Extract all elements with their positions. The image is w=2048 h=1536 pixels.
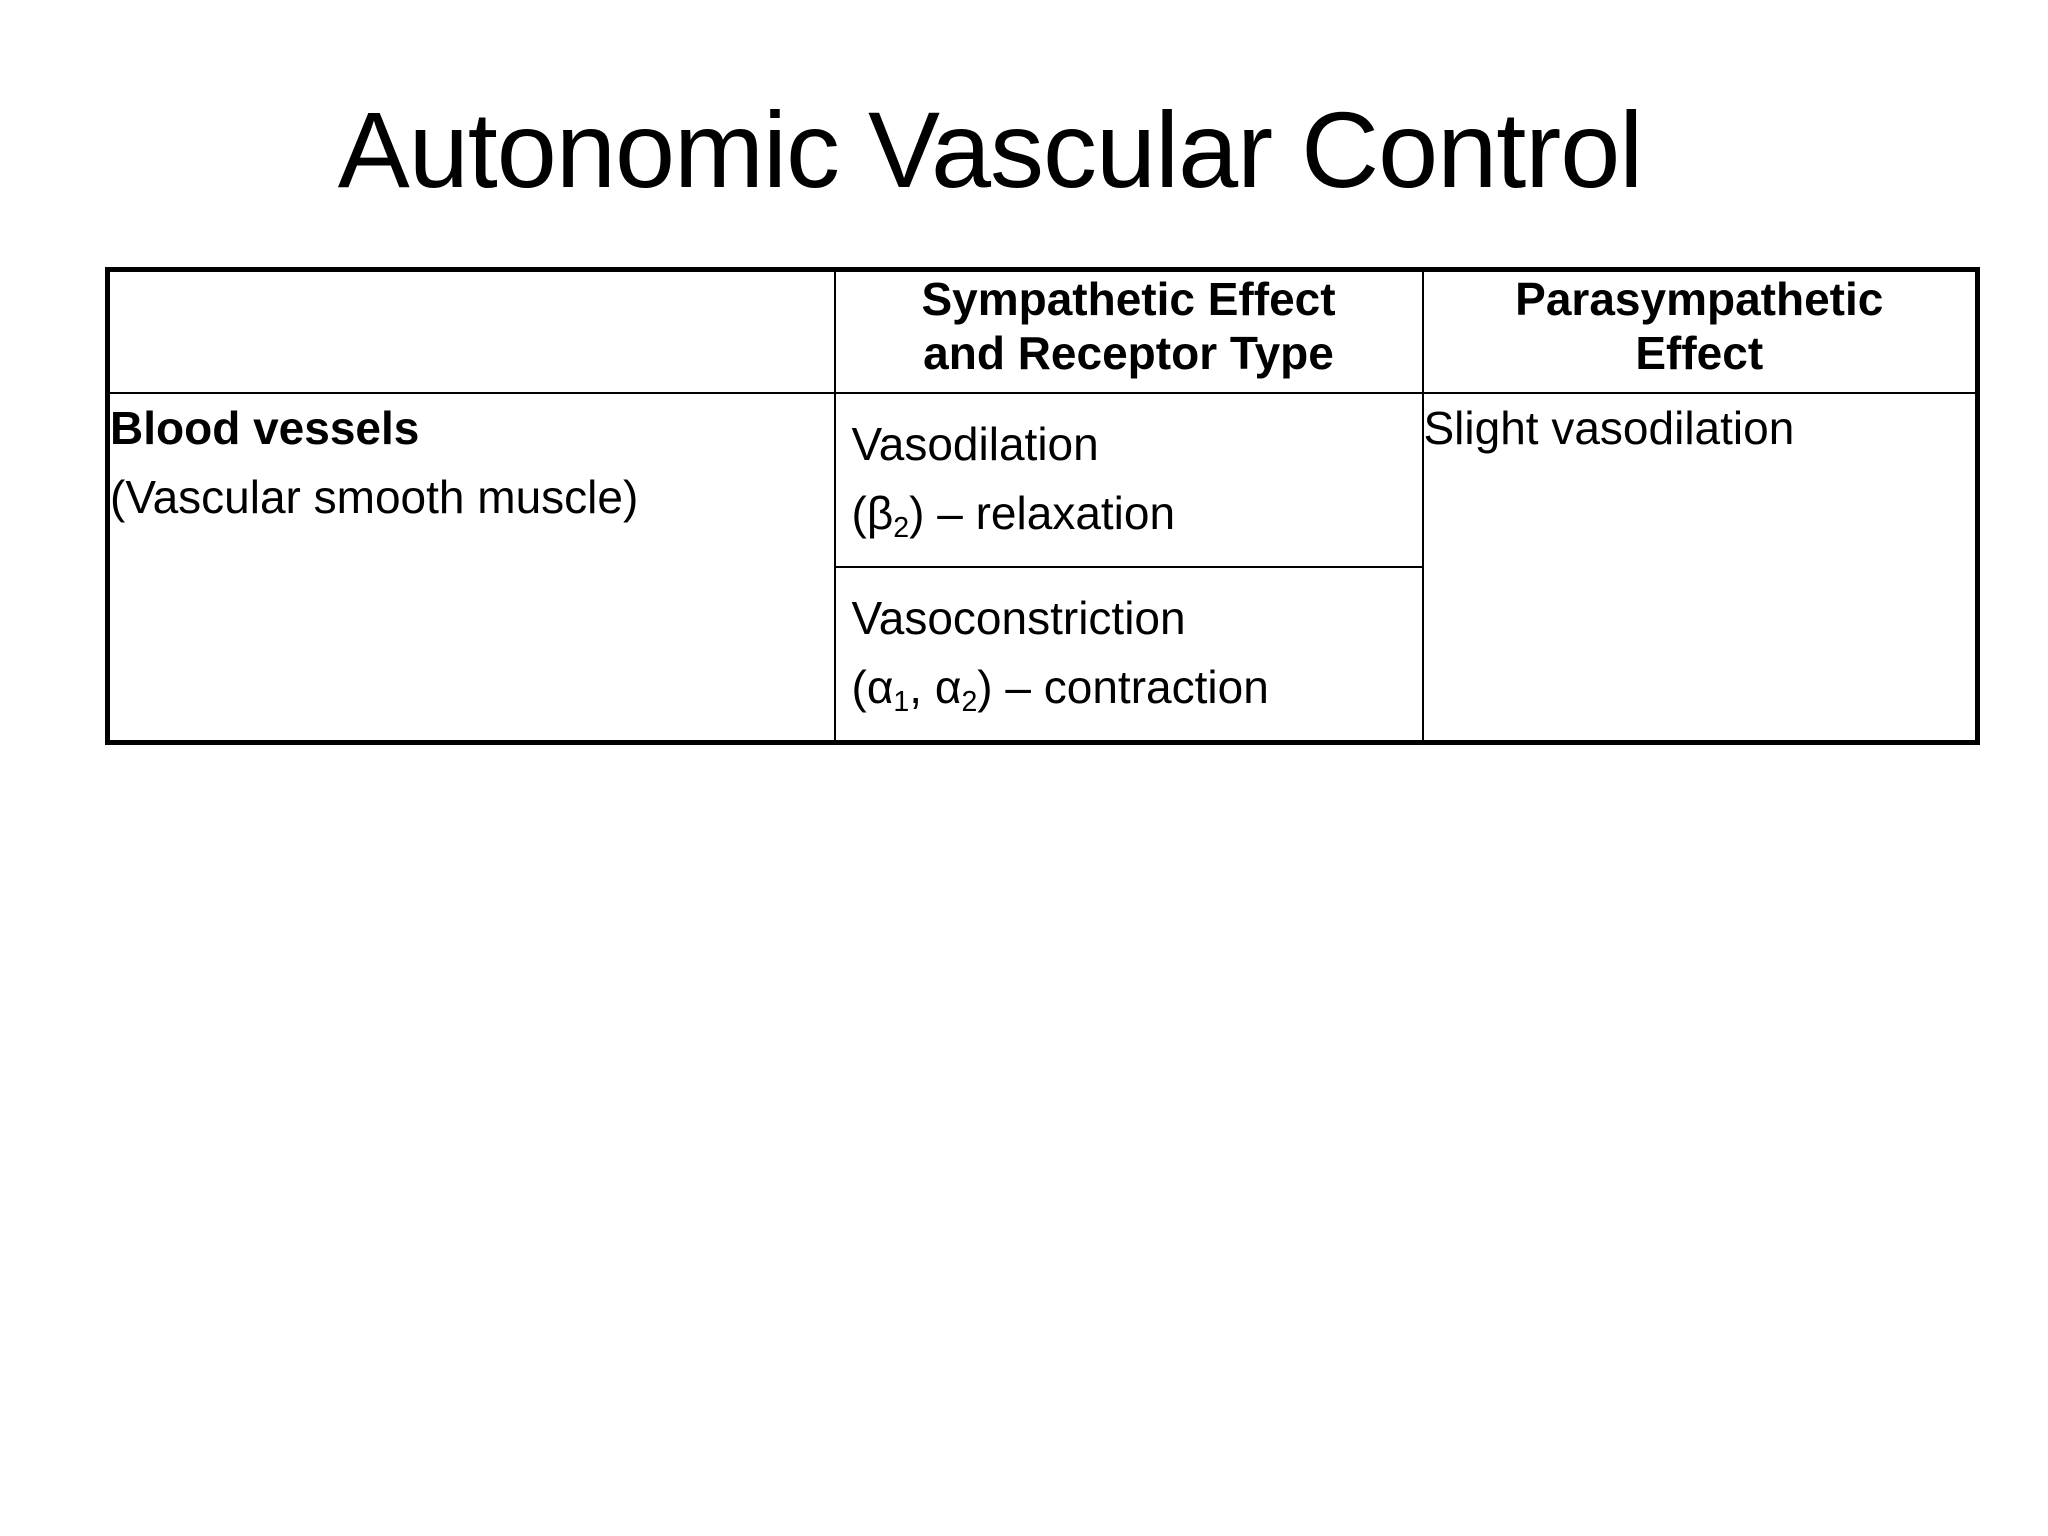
cell-sympathetic-effects: Vasodilation (β2) – relaxation Vasoconst… [833,392,1424,744]
receptor-subscript-2: 2 [961,685,978,718]
receptor-alpha1-alpha2-contraction: (α1, α2) – contraction [852,653,1408,722]
receptor-symbol-beta: β [866,487,894,539]
receptor-subscript-1: 1 [893,685,910,718]
effect-name-vasodilation: Vasodilation [851,418,1099,470]
receptor-open-paren: ( [851,661,867,713]
header-parasympathetic-line2: Effect [1635,327,1764,380]
receptor-open-paren: ( [851,487,867,539]
sympathetic-vasoconstriction-cell: Vasoconstriction (α1, α2) – contraction [836,567,1422,740]
sympathetic-subrow-vasoconstriction: Vasoconstriction (α1, α2) – contraction [836,567,1422,740]
autonomic-vascular-control-table: Sympathetic Effect and Receptor Type Par… [105,267,1980,745]
header-cell-blank [106,268,836,394]
page-title: Autonomic Vascular Control [337,89,1644,210]
cell-parasympathetic-effect: Slight vasodilation [1421,392,1979,744]
header-parasympathetic-line1: Parasympathetic [1515,273,1884,325]
receptor-separator: , [909,661,935,713]
row-label-title: Blood vessels [110,402,420,454]
receptor-symbol-alpha-2: α [934,661,962,713]
receptor-subscript-2: 2 [893,511,910,544]
receptor-symbol-alpha-1: α [866,661,894,713]
header-cell-parasympathetic: Parasympathetic Effect [1421,268,1979,394]
sympathetic-subtable: Vasodilation (β2) – relaxation Vasoconst… [835,394,1422,740]
parasympathetic-effect-text: Slight vasodilation [1423,402,1795,454]
header-cell-sympathetic: Sympathetic Effect and Receptor Type [833,268,1424,394]
effect-name-vasoconstriction: Vasoconstriction [851,592,1186,644]
sympathetic-subrow-vasodilation: Vasodilation (β2) – relaxation [835,394,1422,568]
receptor-beta2-relaxation: (β2) – relaxation [852,479,1408,548]
receptor-suffix-contraction: ) – contraction [977,661,1269,713]
receptor-suffix-relaxation: ) – relaxation [909,487,1176,539]
row-label-subtitle: (Vascular smooth muscle) [110,471,639,523]
table-row: Blood vessels (Vascular smooth muscle) V… [106,392,1979,744]
header-sympathetic-line2: and Receptor Type [923,327,1334,380]
header-sympathetic-line1: Sympathetic Effect [921,273,1336,325]
table-header-row: Sympathetic Effect and Receptor Type Par… [106,268,1979,394]
sympathetic-vasodilation-cell: Vasodilation (β2) – relaxation [835,394,1422,568]
row-label-blood-vessels: Blood vessels (Vascular smooth muscle) [106,392,836,744]
